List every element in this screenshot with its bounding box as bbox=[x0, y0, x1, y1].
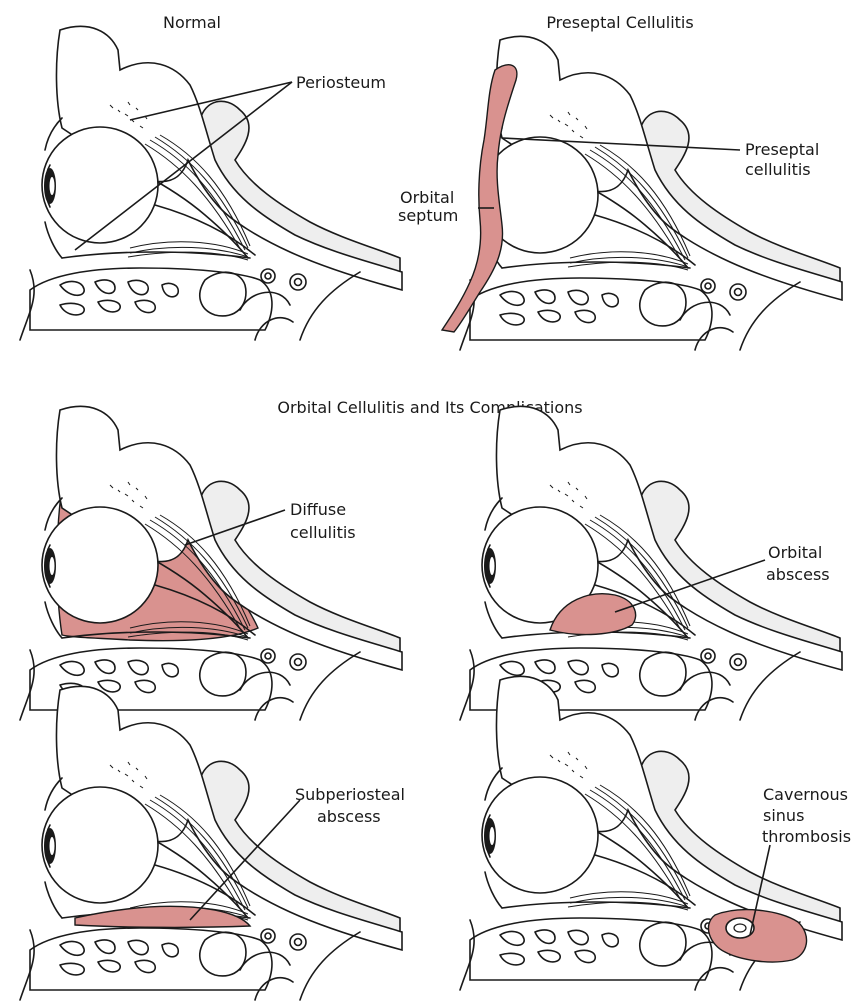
label-cavernous-2: sinus bbox=[763, 806, 804, 825]
title-normal: Normal bbox=[163, 13, 221, 32]
label-orbital-septum-1: Orbital bbox=[400, 188, 454, 207]
panel-orbital-abscess bbox=[460, 406, 842, 720]
panel-diffuse-cellulitis bbox=[20, 406, 402, 720]
label-preseptal-cellulitis-1: Preseptal bbox=[745, 140, 819, 159]
label-subperiosteal-1: Subperiosteal bbox=[295, 785, 405, 804]
label-diffuse-1: Diffuse bbox=[290, 500, 346, 519]
panel-normal: Periosteum bbox=[20, 26, 402, 340]
label-periosteum: Periosteum bbox=[296, 73, 386, 92]
label-cavernous-1: Cavernous bbox=[763, 785, 848, 804]
label-orbital-abscess-1: Orbital bbox=[768, 543, 822, 562]
label-diffuse-2: cellulitis bbox=[290, 523, 356, 542]
label-orbital-abscess-2: abscess bbox=[766, 565, 830, 584]
label-subperiosteal-2: abscess bbox=[317, 807, 381, 826]
label-preseptal-cellulitis-2: cellulitis bbox=[745, 160, 811, 179]
panel-preseptal bbox=[442, 36, 842, 350]
label-orbital-septum-2: septum bbox=[398, 206, 458, 225]
label-cavernous-3: thrombosis bbox=[762, 827, 851, 846]
title-preseptal: Preseptal Cellulitis bbox=[546, 13, 693, 32]
panel-subperiosteal-abscess bbox=[20, 686, 402, 1000]
